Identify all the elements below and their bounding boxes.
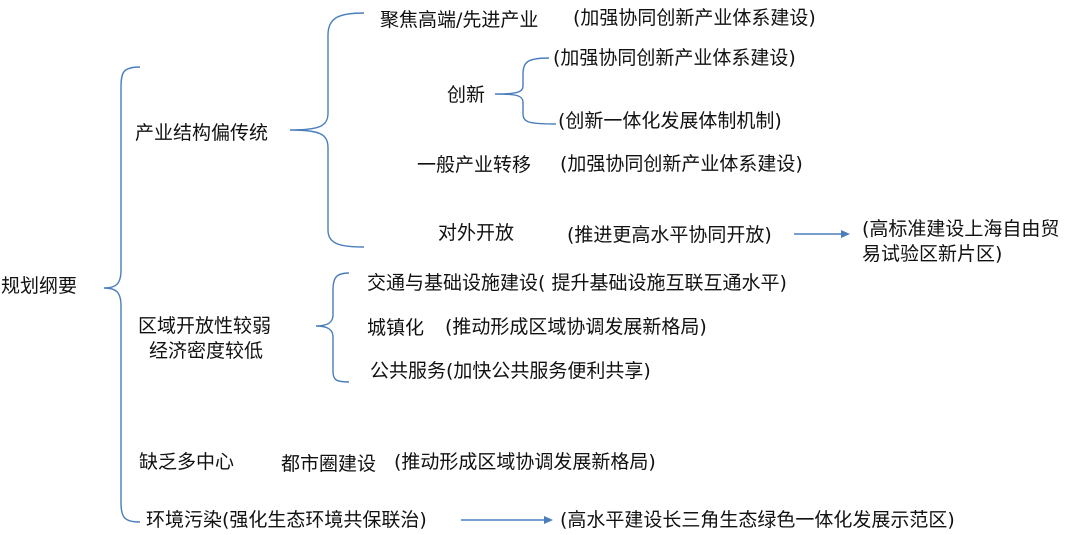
branch1-bracket (289, 12, 365, 248)
root-node: 规划纲要 (1, 275, 78, 297)
branch-multi-center: 缺乏多中心 (139, 451, 235, 473)
opening-result-line-1: (高标准建设上海自由贸 (862, 218, 1060, 240)
innovation-sub-2: (创新一体化发展体制机制) (558, 110, 782, 132)
environment-arrow-head (544, 516, 553, 524)
item-metropolitan-note: (推动形成区域协调发展新格局) (394, 451, 656, 473)
branch-regional-openness-line-2: 经济密度较低 (149, 340, 264, 362)
item-innovation: 创新 (447, 84, 486, 106)
branch2-bracket (315, 272, 350, 383)
item-public-services: 公共服务(加快公共服务便利共享) (370, 360, 651, 382)
branch-environment: 环境污染(强化生态环境共保联治) (146, 509, 427, 531)
item-high-end-industry-note: (加强协同创新产业体系建设) (573, 7, 816, 29)
item-industry-transfer-note: (加强协同创新产业体系建设) (560, 153, 803, 175)
opening-arrow-head (841, 230, 850, 238)
branch-regional-openness-line-1: 区域开放性较弱 (138, 315, 272, 337)
opening-result-line-2: 易试验区新片区) (862, 243, 1003, 265)
innovation-bracket (494, 57, 557, 125)
item-infrastructure: 交通与基础设施建设( 提升基础设施互联互通水平) (367, 272, 787, 294)
root-bracket (103, 66, 141, 523)
item-metropolitan: 都市圈建设 (281, 453, 377, 475)
item-urbanization-note: (推动形成区域协调发展新格局) (445, 316, 707, 338)
branch-industry-structure: 产业结构偏传统 (135, 122, 269, 144)
environment-result: (高水平建设长三角生态绿色一体化发展示范区) (560, 509, 955, 531)
item-high-end-industry: 聚焦高端/先进产业 (380, 9, 539, 31)
innovation-sub-1: (加强协同创新产业体系建设) (553, 47, 796, 69)
item-opening-up: 对外开放 (438, 222, 515, 244)
item-urbanization: 城镇化 (367, 317, 425, 339)
item-opening-up-note: (推进更高水平协同开放) (567, 224, 772, 246)
item-industry-transfer: 一般产业转移 (417, 154, 532, 176)
